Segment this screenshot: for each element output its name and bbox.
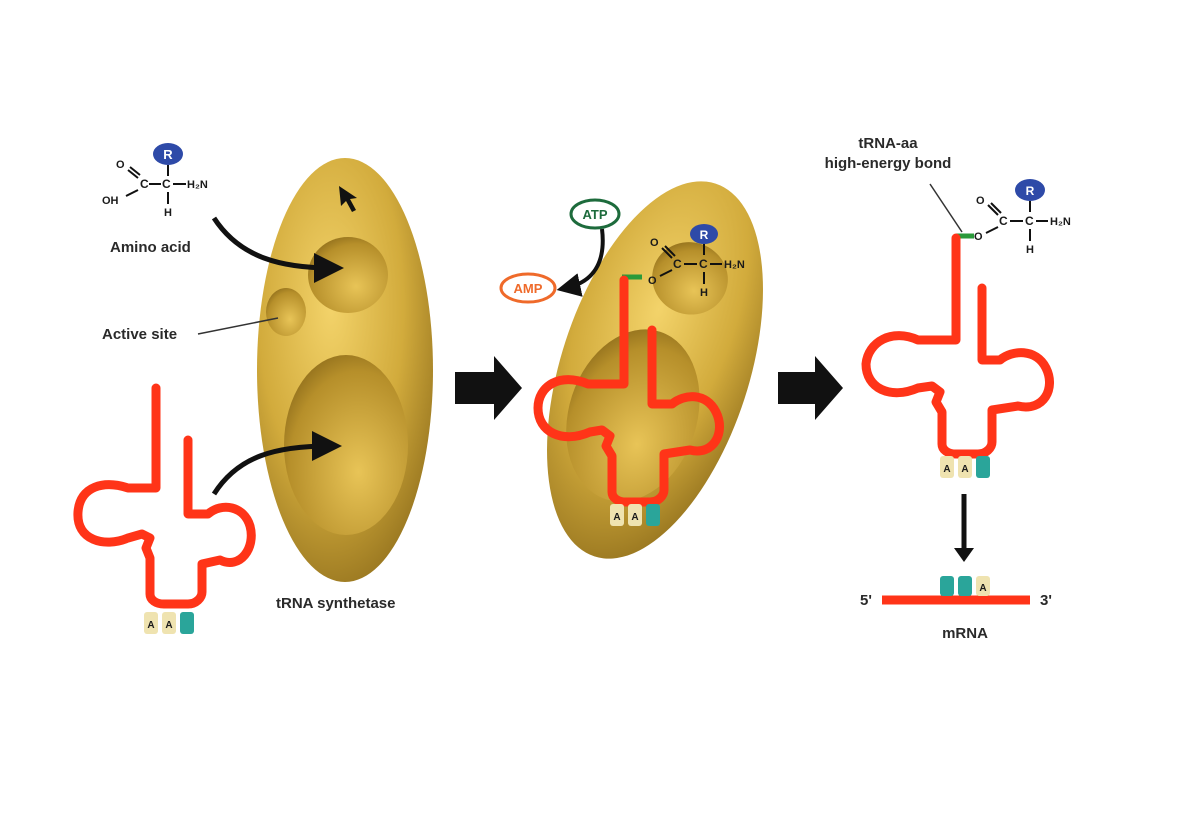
amp-badge: AMP	[499, 272, 557, 304]
alpha-carbon: C	[162, 177, 171, 191]
r-group-label: R	[163, 147, 173, 162]
amino-acid-pocket	[652, 242, 728, 315]
mrna-label: mRNA	[942, 625, 988, 642]
alpha-carbon: C	[699, 257, 708, 271]
codon-base	[940, 576, 954, 596]
r-group	[153, 143, 183, 165]
atp-label: ATP	[582, 207, 607, 222]
enzyme-1	[257, 158, 433, 582]
ester-oxygen: O	[974, 231, 983, 243]
codon-base	[958, 576, 972, 596]
bond-label-line1: tRNA-aa	[858, 135, 918, 152]
base-a: A	[147, 620, 154, 631]
carboxyl-carbon: C	[140, 177, 149, 191]
r-group	[690, 224, 718, 244]
amp-label: AMP	[514, 281, 543, 296]
amine-group: H₂N	[724, 259, 745, 271]
amine-group: H₂N	[1050, 216, 1071, 228]
three-prime-label: 3'	[1040, 592, 1052, 609]
alpha-hydrogen: H	[164, 207, 172, 219]
aminoacyl-structure-3: R C H₂N H C O O	[974, 179, 1071, 256]
trna-pocket	[284, 355, 408, 535]
amino-acid-arrow	[211, 216, 344, 283]
cursor-icon	[339, 186, 357, 212]
base-a: A	[631, 512, 638, 523]
trna-3: A A	[861, 233, 1054, 478]
r-group	[1015, 179, 1045, 201]
r-group-label: R	[700, 228, 709, 242]
active-site-pocket	[266, 288, 306, 336]
anticodon-2: A A	[610, 504, 660, 526]
carboxyl-carbon: C	[673, 257, 682, 271]
base-a: A	[165, 620, 172, 631]
trna-2: A A	[533, 274, 725, 526]
base-a: A	[943, 464, 950, 475]
active-site-pointer	[197, 317, 279, 335]
step-arrow-1	[455, 356, 522, 420]
hydroxyl-group: OH	[102, 195, 119, 207]
atp-badge: ATP	[569, 198, 621, 230]
carboxyl-carbon: C	[999, 214, 1008, 228]
carbonyl-oxygen: O	[650, 237, 659, 249]
anticodon-3: A A	[940, 456, 990, 478]
base-a: A	[979, 583, 986, 594]
trna-synthetase-label: tRNA synthetase	[276, 595, 395, 612]
bond-label-line2: high-energy bond	[825, 155, 952, 172]
active-site-label: Active site	[102, 326, 177, 343]
ester-oxygen: O	[648, 275, 657, 287]
codon-base	[976, 576, 990, 596]
trna-arrow	[211, 431, 342, 496]
trna-1: A A	[73, 383, 256, 634]
alpha-carbon: C	[1025, 214, 1034, 228]
down-arrow-head	[954, 548, 974, 562]
alpha-hydrogen: H	[1026, 244, 1034, 256]
anticodon-1: A A	[144, 612, 194, 634]
carbonyl-oxygen: O	[976, 195, 985, 207]
five-prime-label: 5'	[860, 592, 872, 609]
alpha-hydrogen: H	[700, 287, 708, 299]
step-arrow-2	[778, 356, 843, 420]
base-a: A	[961, 464, 968, 475]
mrna-strand: A	[882, 576, 1030, 605]
base-a: A	[613, 512, 620, 523]
amine-group: H₂N	[187, 179, 208, 191]
r-group-label: R	[1026, 184, 1035, 198]
carbonyl-oxygen: O	[116, 159, 125, 171]
amino-acid-label: Amino acid	[110, 239, 191, 256]
atp-to-amp-arrow	[556, 228, 605, 297]
aminoacyl-structure-2: R C H₂N H C O O	[648, 224, 745, 299]
amino-acid-pocket	[308, 237, 388, 313]
amino-acid-structure: R C H₂N H C O OH	[102, 143, 208, 219]
bond-pointer	[929, 183, 963, 233]
